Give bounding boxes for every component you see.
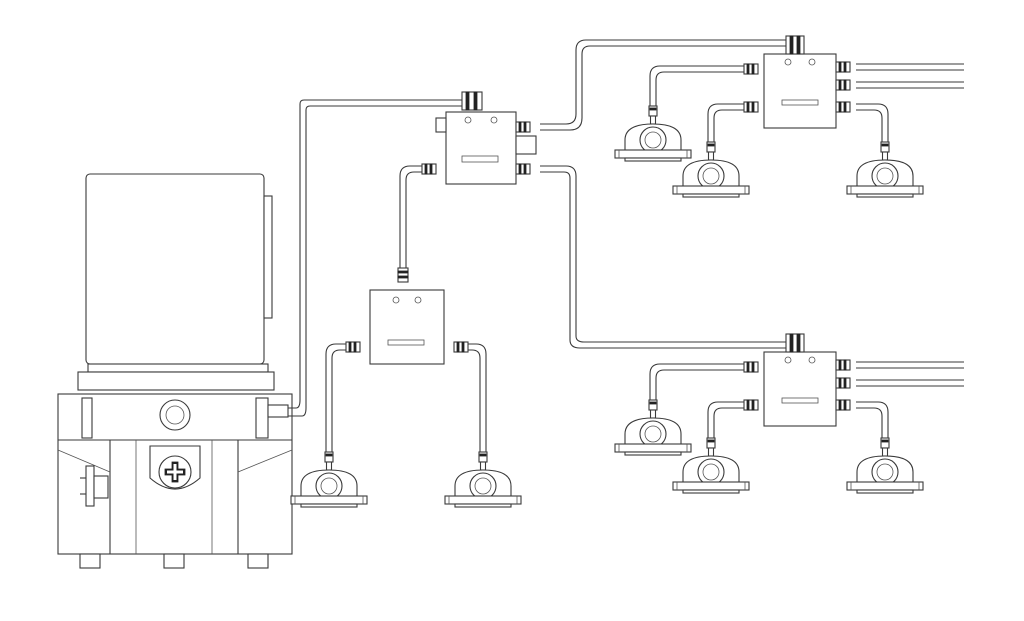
pipe-network (288, 39, 964, 452)
bearing-br-1 (614, 399, 692, 456)
pump-icon (57, 173, 293, 569)
bearing-br-3 (846, 437, 924, 494)
pump-reservoir (85, 173, 265, 365)
bearing-tr-1 (614, 105, 692, 162)
bearing-tr-3 (846, 141, 924, 198)
divider-block-icon (421, 91, 537, 185)
primary-divider-block (445, 111, 517, 185)
secondary-divider-top-right (743, 35, 851, 129)
fitting-icon (461, 91, 483, 111)
bearing-left-2 (444, 451, 522, 508)
secondary-divider-bottom-right (743, 333, 851, 427)
secondary-divider-left (345, 267, 469, 365)
bearing-left-1 (290, 451, 368, 508)
